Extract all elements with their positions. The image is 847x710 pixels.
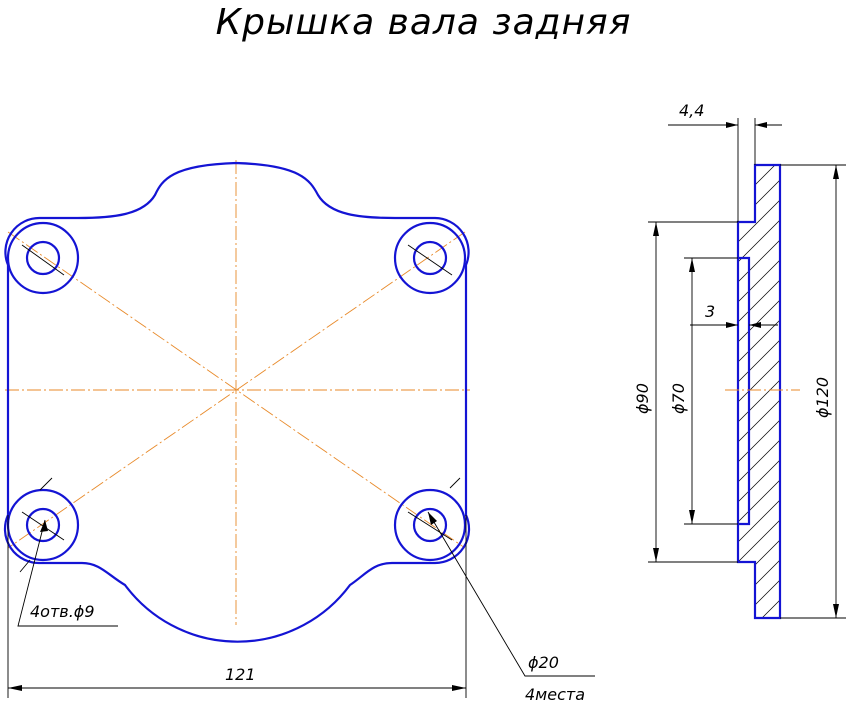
recess-dimension: 3 (690, 302, 778, 328)
boss-leader: ϕ20 4места (427, 511, 595, 704)
diameter-90-dimension: ϕ90 (633, 221, 738, 563)
boss-diameter-label: ϕ20 (528, 653, 559, 672)
recess-label: 3 (705, 302, 715, 321)
thickness-label: 4,4 (679, 101, 704, 120)
cover-contour (3, 161, 471, 643)
front-view: 4отв.ϕ9 ϕ20 4места 121 (3, 160, 595, 704)
front-centerlines (5, 160, 470, 625)
boss-count-label: 4места (525, 685, 585, 704)
boss-top-left (6, 221, 80, 295)
hole-leader: 4отв.ϕ9 (17, 519, 118, 627)
diameter-90-label: ϕ90 (633, 383, 652, 414)
boss-bottom-right (393, 488, 467, 562)
diameter-120-dimension: ϕ120 (780, 164, 846, 619)
section-hatching (738, 165, 780, 618)
drawing-title: Крышка вала задняя (215, 2, 632, 43)
section-outline (736, 163, 782, 620)
diameter-120-label: ϕ120 (813, 377, 832, 418)
width-dimension: 121 (7, 515, 467, 698)
section-view: 4,4 3 ϕ90 ϕ70 (633, 101, 846, 620)
hole-ticks (19, 244, 461, 573)
diameter-70-label: ϕ70 (669, 383, 688, 414)
holes-label: 4отв.ϕ9 (30, 602, 95, 621)
recess-outline (738, 256, 751, 526)
diameter-70-dimension: ϕ70 (669, 257, 738, 525)
thickness-dimension: 4,4 (668, 101, 782, 222)
width-label: 121 (225, 665, 256, 684)
boss-top-right (393, 221, 467, 295)
